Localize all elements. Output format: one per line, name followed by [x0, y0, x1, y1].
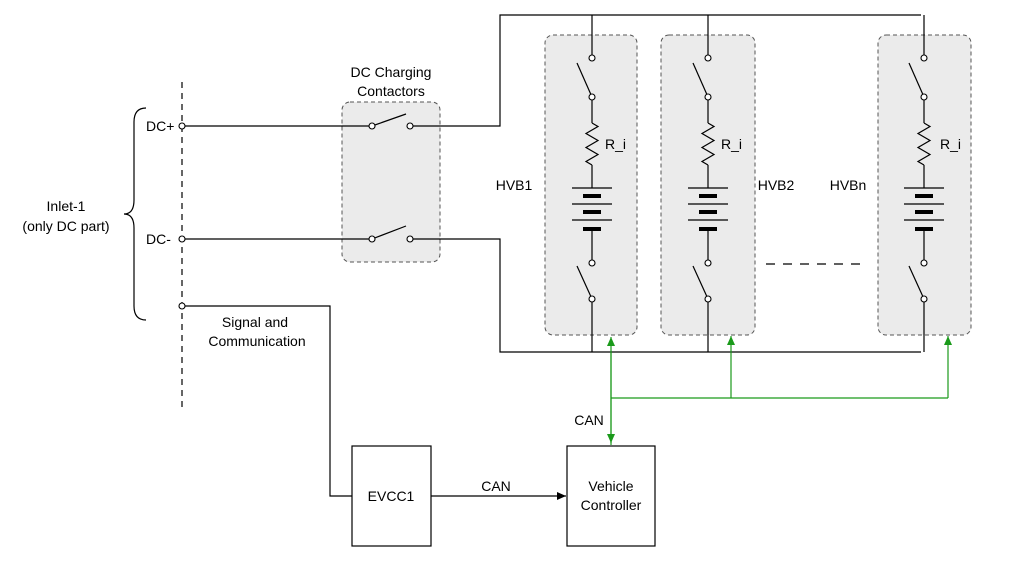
inlet-label-line1: Inlet-1: [47, 198, 86, 214]
dc-plus-bus-wire: [410, 14, 921, 127]
dc-plus-pin: [178, 122, 186, 130]
resistor-label: R_i: [721, 136, 742, 152]
vehicle-controller-block: [566, 445, 656, 547]
dc-minus-label: DC-: [146, 231, 171, 247]
signal-wire: [182, 305, 352, 497]
battery-top-switch: [692, 62, 709, 98]
inlet-brace: [123, 107, 147, 321]
battery-pack-hvbn: R_i HVBn: [830, 15, 972, 352]
can-label-vertical: CAN: [574, 412, 604, 428]
battery-label: HVBn: [830, 177, 867, 193]
signal-pin: [178, 302, 186, 310]
battery-bottom-switch: [908, 265, 925, 300]
contactors-label-line1: DC Charging: [351, 64, 432, 80]
resistor-symbol: [916, 122, 932, 166]
contactor-node: [406, 122, 414, 130]
resistor-symbol: [700, 122, 716, 166]
battery-pack-hvb1: R_i HVB1: [496, 15, 638, 352]
resistor-label: R_i: [605, 136, 626, 152]
signal-label-line2: Communication: [208, 333, 305, 349]
battery-pack-box: [544, 34, 638, 336]
battery-label: HVB1: [496, 177, 533, 193]
contactor-box: [341, 101, 441, 263]
contactor-node: [406, 235, 414, 243]
battery-bottom-switch: [576, 265, 593, 300]
dc-minus-pin: [178, 235, 186, 243]
inlet-label-line2: (only DC part): [22, 218, 109, 234]
resistor-label: R_i: [940, 136, 961, 152]
signal-label-line1: Signal and: [222, 314, 288, 330]
contactor-node: [368, 235, 376, 243]
battery-top-switch: [576, 62, 593, 98]
battery-label: HVB2: [758, 177, 795, 193]
evcc-block: [351, 445, 432, 547]
dc-plus-label: DC+: [146, 118, 174, 134]
dc-minus-bus-wire: [410, 238, 921, 353]
battery-bottom-switch: [692, 265, 709, 300]
contactor-node: [368, 122, 376, 130]
resistor-symbol: [584, 122, 600, 166]
vehicle-controller-label-line1: Vehicle: [588, 478, 633, 494]
battery-pack-hvb2: R_i HVB2: [660, 15, 795, 352]
vehicle-controller-label-line2: Controller: [581, 497, 642, 513]
contactors-label-line2: Contactors: [357, 83, 425, 99]
can-label-horizontal: CAN: [481, 478, 511, 494]
dc-plus-contactor-switch: [371, 113, 407, 127]
evcc-label: EVCC1: [368, 488, 415, 504]
dc-minus-contactor-switch: [371, 225, 407, 240]
battery-top-switch: [908, 62, 925, 98]
